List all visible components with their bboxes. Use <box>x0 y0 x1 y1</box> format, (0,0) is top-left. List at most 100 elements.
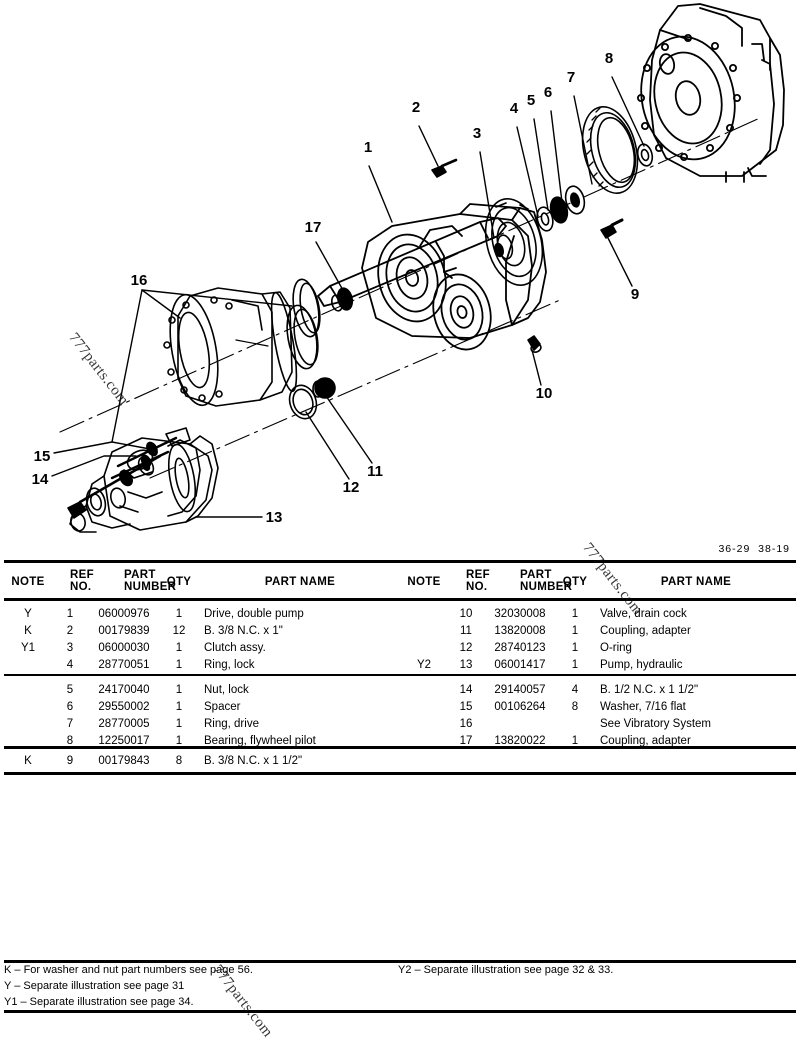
flywheel-pilot-bearing <box>636 143 654 167</box>
cell-ref: 5 <box>66 684 74 696</box>
cell-part-name: Pump, hydraulic <box>600 659 683 671</box>
cell-part-name: Valve, drain cock <box>600 608 687 620</box>
page-reference-code: 36-29 38-19 <box>718 543 790 555</box>
callout-9: 9 <box>631 286 639 303</box>
cell-qty: 1 <box>175 659 183 671</box>
cell-part-name: Clutch assy. <box>204 642 266 654</box>
header-ref-no: REF NO. <box>50 569 94 593</box>
header-part-line1: PART <box>520 569 552 581</box>
cell-qty: 12 <box>172 625 186 637</box>
cell-part-number: 00106264 <box>494 701 546 713</box>
callout-12: 12 <box>343 479 360 496</box>
center-axis-line <box>59 117 761 433</box>
cell-ref: 14 <box>459 684 473 696</box>
cell-part-number: 06000976 <box>98 608 150 620</box>
cell-qty: 1 <box>571 735 579 747</box>
cell-part-name: See Vibratory System <box>600 718 712 730</box>
footnotes: K – For washer and nut part numbers see … <box>0 960 800 1014</box>
cell-part-name: Spacer <box>204 701 241 713</box>
table-header-right: NOTE REF NO. PART NUMBER QTY PART NAME <box>400 568 796 596</box>
cell-note: Y1 <box>20 642 36 654</box>
callout-5: 5 <box>527 92 535 109</box>
table-row: 10 32030008 1 Valve, drain cock <box>400 606 796 623</box>
table-row: Y2 13 06001417 1 Pump, hydraulic <box>400 657 796 674</box>
table-row: 6 29550002 1 Spacer <box>4 699 400 716</box>
cell-ref: 8 <box>66 735 74 747</box>
callout-8: 8 <box>605 50 613 67</box>
callout-4: 4 <box>510 100 519 117</box>
header-part-number: PART NUMBER <box>484 569 572 593</box>
table-row: 4 28770051 1 Ring, lock <box>4 657 400 674</box>
cell-ref: 15 <box>459 701 473 713</box>
callout-13: 13 <box>266 509 283 526</box>
cell-qty: 1 <box>571 608 579 620</box>
callout-3: 3 <box>473 125 481 142</box>
cell-part-name: B. 3/8 N.C. x 1 1/2" <box>204 755 303 767</box>
cell-part-name: Washer, 7/16 flat <box>600 701 686 713</box>
parts-table-left: NOTE REF NO. PART NUMBER QTY PART NAME Y… <box>4 556 400 956</box>
cell-part-number: 24170040 <box>98 684 150 696</box>
cell-part-name: Drive, double pump <box>204 608 304 620</box>
table-header-left: NOTE REF NO. PART NUMBER QTY PART NAME <box>4 568 400 596</box>
cell-note: K <box>24 625 32 637</box>
callout-17: 17 <box>305 219 322 236</box>
table-row: 7 28770005 1 Ring, drive <box>4 716 400 733</box>
leader-lines <box>51 76 645 518</box>
cell-qty: 1 <box>175 608 183 620</box>
cell-ref: 2 <box>66 625 74 637</box>
cell-part-number: 29140057 <box>494 684 546 696</box>
footnote-y: Y – Separate illustration see page 31 <box>4 980 185 992</box>
table-row: 11 13820008 1 Coupling, adapter <box>400 623 796 640</box>
header-note: NOTE <box>407 576 441 588</box>
cell-part-number: 00179839 <box>98 625 150 637</box>
table-row: 8 12250017 1 Bearing, flywheel pilot <box>4 733 400 750</box>
callout-16: 16 <box>131 272 148 289</box>
catalog-page: 1 2 3 4 5 6 7 8 9 10 11 12 13 14 15 16 1… <box>0 3 800 1041</box>
table-row: 12 28740123 1 O-ring <box>400 640 796 657</box>
callout-6: 6 <box>544 84 552 101</box>
cell-qty: 1 <box>175 642 183 654</box>
drain-cock-valve <box>527 335 542 353</box>
cell-ref: 11 <box>460 625 472 637</box>
cell-part-number: 28770051 <box>98 659 150 671</box>
header-part-line1: PART <box>124 569 156 581</box>
cell-ref: 4 <box>66 659 74 671</box>
coupling-adapter-11 <box>312 377 336 399</box>
parts-illustration: 1 2 3 4 5 6 7 8 9 10 11 12 13 14 15 16 1… <box>32 3 785 533</box>
header-ref-no: REF NO. <box>446 569 490 593</box>
cell-qty: 1 <box>175 684 183 696</box>
cell-note: Y2 <box>416 659 432 671</box>
cell-part-name: Ring, lock <box>204 659 255 671</box>
cell-part-number: 00179843 <box>98 755 150 767</box>
table-row: K 2 00179839 12 B. 3/8 N.C. x 1" <box>4 623 400 640</box>
cell-ref: 17 <box>459 735 473 747</box>
center-axis-line-2 <box>149 299 561 479</box>
vibratory-system-motor <box>163 287 298 407</box>
cell-part-name: Coupling, adapter <box>600 735 691 747</box>
cell-qty: 1 <box>571 659 579 671</box>
header-ref-line2: NO. <box>466 581 488 593</box>
cell-part-name: Bearing, flywheel pilot <box>204 735 316 747</box>
cell-part-name: B. 3/8 N.C. x 1" <box>204 625 283 637</box>
cell-part-name: O-ring <box>600 642 632 654</box>
table-row: Y 1 06000976 1 Drive, double pump <box>4 606 400 623</box>
cell-part-number: 06000030 <box>98 642 150 654</box>
footnote-k: K – For washer and nut part numbers see … <box>4 964 253 976</box>
cell-part-name: Coupling, adapter <box>600 625 691 637</box>
header-part-name: PART NAME <box>264 576 336 588</box>
table-bottom-rule <box>4 772 796 775</box>
footnote-y2: Y2 – Separate illustration see page 32 &… <box>398 964 614 976</box>
cell-qty: 1 <box>175 735 183 747</box>
table-row: 5 24170040 1 Nut, lock <box>4 682 400 699</box>
double-pump-drive-housing <box>317 203 547 351</box>
header-part-line2: NUMBER <box>124 581 177 593</box>
header-qty: QTY <box>166 576 192 588</box>
cell-qty: 8 <box>175 755 183 767</box>
cell-ref: 9 <box>66 755 74 767</box>
header-part-number: PART NUMBER <box>88 569 176 593</box>
header-ref-line1: REF <box>70 569 94 581</box>
table-row: 14 29140057 4 B. 1/2 N.C. x 1 1/2" <box>400 682 796 699</box>
cell-ref: 10 <box>459 608 473 620</box>
cell-qty: 1 <box>175 701 183 713</box>
callout-14: 14 <box>32 471 49 488</box>
